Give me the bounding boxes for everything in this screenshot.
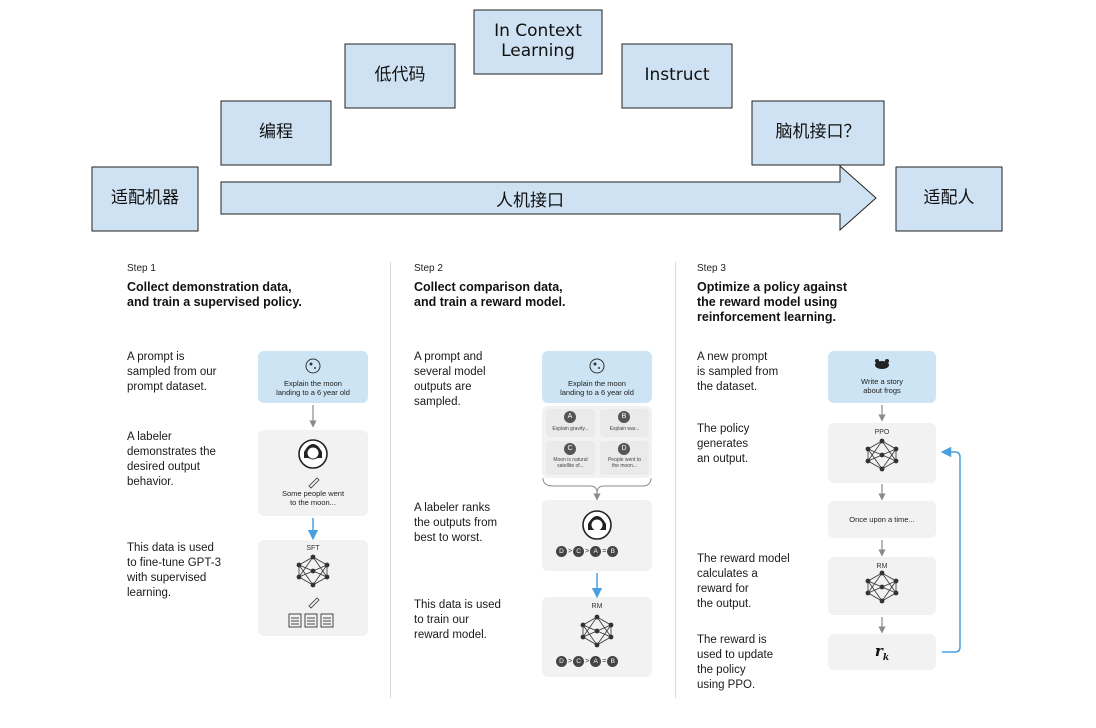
option-d-badge: D	[618, 443, 630, 455]
rank-item-2: C	[573, 546, 585, 557]
option-c-text: Moon is natural satellite of...	[553, 457, 588, 469]
stage-box-5	[751, 100, 885, 166]
step1-demo-text: Some people went to the moon...	[281, 489, 345, 507]
option-b-badge: B	[618, 411, 630, 423]
option-c-badge: C	[564, 443, 576, 455]
step3-desc-4: The reward is used to update the policy …	[697, 634, 774, 691]
step3-desc-2: The policy generates an output.	[697, 423, 750, 465]
option-d-text: People went to the moon...	[607, 457, 642, 469]
rank-op-3: =	[602, 548, 607, 555]
step1-sft-label: SFT	[306, 545, 320, 552]
step3-rm-label: RM	[876, 563, 888, 570]
stage-label-1: 编程	[259, 122, 293, 143]
divider-1	[390, 262, 391, 698]
rm-rank-item-3: A	[590, 656, 602, 667]
rank-item-4: B	[607, 546, 619, 557]
step2-heading: Collect comparison data, and train a rew…	[414, 280, 566, 309]
sft-network-icon	[296, 554, 330, 588]
reward-subscript: k	[882, 653, 890, 663]
pencil-icon-sft	[308, 597, 320, 609]
stage-box-1	[220, 100, 332, 166]
rm-network-icon-s3	[865, 570, 899, 604]
step2-ranking: D>C>A=B	[556, 546, 619, 557]
step1-small-title: Step 1	[127, 263, 156, 274]
stage-label-3: In Context Learning	[494, 21, 582, 61]
step2-desc-2: A labeler ranks the outputs from best to…	[414, 502, 498, 544]
left-box	[91, 166, 199, 232]
moon-icon-s1	[305, 358, 321, 374]
step3-output-text: Once upon a time...	[849, 515, 915, 524]
rm-rank-item-2: C	[573, 656, 585, 667]
stage-label-2: 低代码	[374, 65, 426, 86]
step2-desc-1: A prompt and several model outputs are s…	[414, 351, 486, 408]
rank-item-1: D	[556, 546, 567, 557]
step2-small-title: Step 2	[414, 263, 443, 274]
option-c: C Moon is natural satellite of...	[546, 441, 595, 475]
step3-desc-3: The reward model calculates a reward for…	[697, 553, 790, 610]
feedback-arrow	[940, 446, 961, 653]
ppo-network-icon	[865, 438, 899, 472]
step2-rm-label: RM	[591, 603, 603, 610]
option-d: D People went to the moon...	[600, 441, 649, 475]
big-arrow	[220, 164, 877, 232]
rm-rank-op-3: =	[602, 658, 607, 665]
step2-ranking-rm: D>C>A=B	[556, 656, 619, 667]
arrow-label: 人机接口	[496, 191, 564, 211]
reward-symbol: rk	[828, 642, 936, 663]
right-box-label: 适配人	[923, 188, 975, 209]
option-a: A Explain gravity...	[546, 409, 595, 437]
step3-heading: Optimize a policy against the reward mod…	[697, 280, 848, 324]
step1-desc-3: This data is used to fine-tune GPT-3 wit…	[127, 542, 221, 599]
reward-r: r	[874, 642, 883, 660]
stage-label-5: 脑机接口？	[775, 122, 861, 143]
step3-small-title: Step 3	[697, 263, 726, 274]
stage-box-4	[621, 43, 733, 109]
option-a-badge: A	[564, 411, 576, 423]
step3-policy-label: PPO	[874, 429, 890, 436]
pencil-icon-s1	[308, 477, 320, 489]
left-box-label: 适配机器	[111, 188, 179, 209]
rank-op-2: >	[585, 548, 590, 555]
documents-icon	[288, 613, 334, 628]
step1-desc-2: A labeler demonstrates the desired outpu…	[127, 431, 216, 488]
rm-rank-item-1: D	[556, 656, 567, 667]
labeler-avatar-s1	[298, 439, 328, 469]
step3-prompt-text: Write a story about frogs	[861, 377, 903, 395]
option-b: B Explain war...	[600, 409, 649, 437]
step1-heading: Collect demonstration data, and train a …	[127, 280, 302, 309]
bracket-s2	[542, 477, 652, 494]
rm-network-icon-s2	[580, 614, 614, 648]
labeler-avatar-s2	[582, 510, 612, 540]
option-b-text: Explain war...	[609, 426, 640, 432]
step1-desc-1: A prompt is sampled from our prompt data…	[127, 351, 217, 393]
right-box	[895, 166, 1003, 232]
moon-icon-s2	[589, 358, 605, 374]
step3-desc-1: A new prompt is sampled from the dataset…	[697, 351, 779, 393]
step1-prompt-text: Explain the moon landing to a 6 year old	[276, 379, 350, 397]
frog-icon	[875, 359, 889, 369]
timeline-diagram	[91, 9, 1003, 232]
rm-rank-op-1: >	[568, 658, 573, 665]
option-a-text: Explain gravity...	[552, 426, 589, 432]
step2-prompt-text: Explain the moon landing to a 6 year old	[560, 379, 634, 397]
divider-2	[675, 262, 676, 698]
step2-desc-3: This data is used to train our reward mo…	[414, 599, 501, 641]
rank-op-1: >	[568, 548, 573, 555]
rm-rank-item-4: B	[607, 656, 619, 667]
stage-box-3	[473, 9, 603, 75]
stage-label-4: Instruct	[644, 65, 710, 86]
rank-item-3: A	[590, 546, 602, 557]
rm-rank-op-2: >	[585, 658, 590, 665]
stage-box-2	[344, 43, 456, 109]
